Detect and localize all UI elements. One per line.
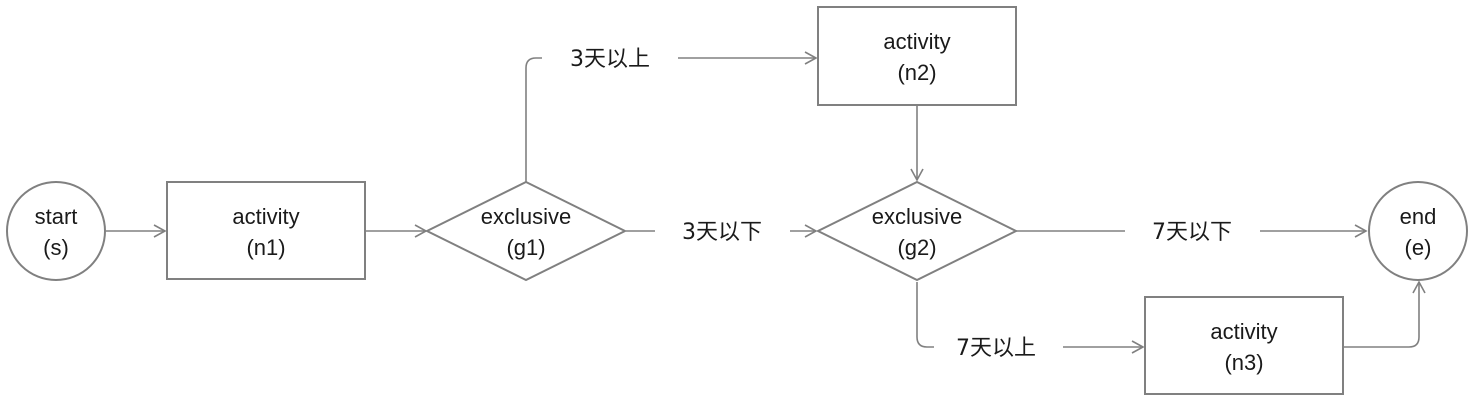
start-circle <box>6 181 106 281</box>
node-start-label: start <box>35 204 78 229</box>
node-n1[interactable]: activity (n1) <box>166 181 366 280</box>
node-n1-id: (n1) <box>246 235 285 260</box>
node-g1[interactable]: exclusive (g1) <box>424 180 628 282</box>
node-g2-id: (g2) <box>897 235 936 260</box>
node-g1-label: exclusive <box>481 204 571 229</box>
edge-g2-to-n3-a <box>916 282 934 348</box>
edge-label-g1-g2: 3天以下 <box>682 220 762 245</box>
node-g1-id: (g1) <box>506 235 545 260</box>
node-n1-label: activity <box>232 204 299 229</box>
edge-g1-to-n2-a <box>525 57 542 182</box>
edge-label-g2-end: 7天以下 <box>1152 220 1232 245</box>
end-circle <box>1368 181 1468 281</box>
n1-box <box>166 181 366 280</box>
n3-box <box>1144 296 1344 395</box>
node-n2[interactable]: activity (n2) <box>817 6 1017 106</box>
edge-label-g2-n3: 7天以上 <box>956 336 1036 361</box>
g2-diamond <box>815 180 1019 282</box>
edge-label-g1-n2: 3天以上 <box>570 47 650 72</box>
node-end-label: end <box>1400 204 1437 229</box>
node-start[interactable]: start (s) <box>6 181 106 281</box>
node-n3-label: activity <box>1210 319 1277 344</box>
node-n3[interactable]: activity (n3) <box>1144 296 1344 395</box>
g1-diamond <box>424 180 628 282</box>
edge-n3-to-end <box>1344 280 1426 348</box>
node-n3-id: (n3) <box>1224 350 1263 375</box>
node-start-id: (s) <box>43 235 69 260</box>
node-g2-label: exclusive <box>872 204 962 229</box>
n2-box <box>817 6 1017 106</box>
node-end[interactable]: end (e) <box>1368 181 1468 281</box>
node-n2-id: (n2) <box>897 60 936 85</box>
node-n2-label: activity <box>883 29 950 54</box>
node-g2[interactable]: exclusive (g2) <box>815 180 1019 282</box>
node-end-id: (e) <box>1405 235 1432 260</box>
